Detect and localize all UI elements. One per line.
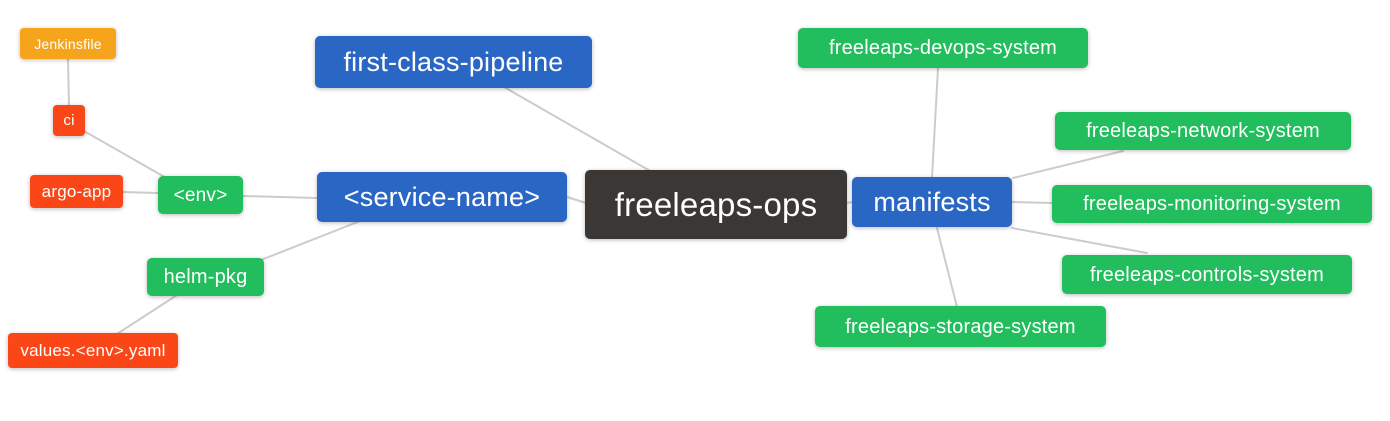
edge-service-name-helm-pkg	[260, 220, 361, 261]
edge-manifests-storage	[936, 227, 958, 308]
node-freeleaps-monitoring-system[interactable]: freeleaps-monitoring-system	[1052, 185, 1372, 223]
edge-pipeline-ops	[503, 86, 653, 173]
edge-manifests-network	[1012, 150, 1124, 179]
node-freeleaps-controls-system[interactable]: freeleaps-controls-system	[1062, 255, 1352, 294]
node-service-name[interactable]: <service-name>	[317, 172, 567, 222]
node-argo-app[interactable]: argo-app	[30, 175, 123, 208]
edge-service-name-ops	[566, 196, 587, 204]
edge-manifests-devops	[931, 67, 939, 179]
node-freeleaps-network-system[interactable]: freeleaps-network-system	[1055, 112, 1351, 150]
edge-helm-pkg-values	[116, 294, 178, 335]
edge-manifests-monitoring	[1012, 201, 1054, 204]
node-manifests[interactable]: manifests	[852, 177, 1012, 227]
node-jenkinsfile[interactable]: Jenkinsfile	[20, 28, 116, 59]
edge-argo-app-env	[122, 191, 159, 194]
node-values-env-yaml[interactable]: values.<env>.yaml	[8, 333, 178, 368]
node-first-class-pipeline[interactable]: first-class-pipeline	[315, 36, 592, 88]
edge-manifests-controls	[1011, 227, 1148, 254]
edge-env-service-name	[242, 195, 318, 199]
node-freeleaps-devops-system[interactable]: freeleaps-devops-system	[798, 28, 1088, 68]
node-freeleaps-storage-system[interactable]: freeleaps-storage-system	[815, 306, 1106, 347]
node-ci[interactable]: ci	[53, 105, 85, 136]
node-env[interactable]: <env>	[158, 176, 243, 214]
edge-ci-env	[83, 130, 169, 180]
node-helm-pkg[interactable]: helm-pkg	[147, 258, 264, 296]
node-freeleaps-ops[interactable]: freeleaps-ops	[585, 170, 847, 239]
edge-jenkinsfile-ci	[67, 58, 70, 107]
